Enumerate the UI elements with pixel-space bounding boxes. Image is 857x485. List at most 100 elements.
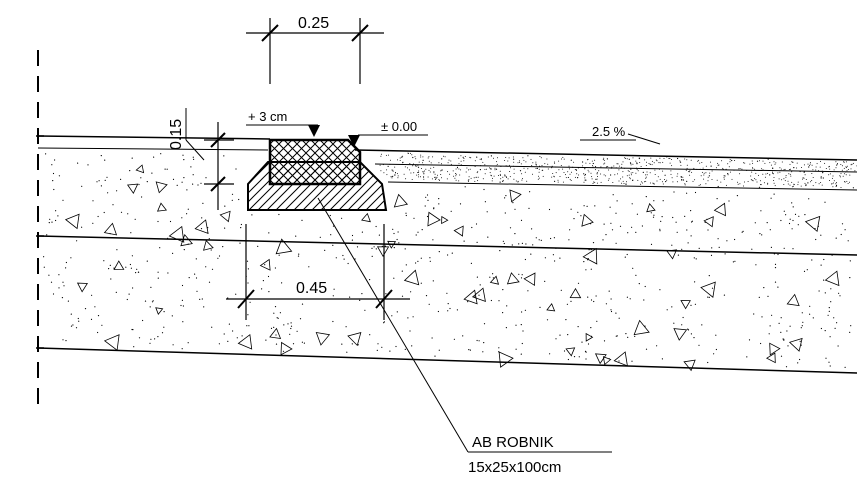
aggregate-dot	[582, 161, 584, 163]
asphalt-dot	[602, 159, 604, 160]
aggregate-dot	[422, 159, 424, 161]
asphalt-dot	[835, 161, 837, 163]
aggregate-dot	[577, 177, 579, 179]
asphalt-dot	[802, 177, 804, 179]
asphalt-dot	[751, 160, 753, 162]
asphalt-dot	[458, 157, 460, 159]
aggregate-dot	[181, 181, 183, 183]
aggregate-dot	[486, 211, 488, 213]
asphalt-dot	[418, 172, 420, 173]
aggregate-dot	[671, 306, 673, 308]
asphalt-dot	[411, 154, 413, 156]
aggregate-dot	[62, 339, 64, 341]
asphalt-dot	[821, 184, 823, 186]
aggregate-dot	[568, 239, 570, 241]
aggregate-dot	[274, 267, 276, 269]
asphalt-dot	[851, 163, 853, 165]
asphalt-dot	[459, 174, 461, 176]
aggregate-dot	[847, 240, 849, 242]
asphalt-dot	[717, 164, 719, 166]
aggregate-dot	[239, 242, 241, 244]
asphalt-dot	[441, 163, 442, 165]
aggregate-dot	[823, 258, 825, 261]
asphalt-dot	[657, 176, 659, 178]
aggregate-dot	[616, 200, 618, 202]
aggregate-dot	[498, 300, 500, 302]
aggregate-dot	[610, 222, 612, 224]
aggregate-dot	[797, 224, 799, 226]
aggregate-dot	[812, 317, 814, 319]
asphalt-dot	[562, 181, 564, 183]
aggregate-dot	[131, 157, 133, 159]
aggregate-dot	[417, 231, 419, 233]
aggregate-dot	[396, 311, 398, 313]
aggregate-dot	[603, 223, 605, 225]
asphalt-dot	[752, 162, 754, 164]
asphalt-dot	[387, 165, 389, 167]
aggregate-dot	[570, 159, 572, 161]
asphalt-dot	[502, 176, 504, 178]
aggregate-dot	[78, 320, 80, 322]
aggregate-dot	[590, 327, 592, 329]
aggregate-dot	[521, 342, 523, 345]
asphalt-dot	[428, 169, 430, 171]
aggregate-triangle	[453, 225, 464, 237]
aggregate-dot	[277, 317, 279, 319]
asphalt-dot	[784, 180, 786, 182]
aggregate-triangle	[581, 213, 594, 227]
aggregate-dot	[641, 225, 644, 227]
aggregate-dot	[151, 301, 154, 303]
aggregate-dot	[341, 343, 343, 345]
asphalt-dot	[465, 171, 467, 173]
asphalt-dot	[759, 180, 761, 182]
aggregate-dot	[559, 334, 561, 336]
asphalt-dot	[416, 174, 418, 176]
aggregate-dot	[152, 300, 154, 302]
asphalt-dot	[812, 169, 814, 171]
asphalt-dot	[715, 167, 717, 169]
asphalt-dot	[632, 157, 634, 159]
aggregate-dot	[774, 281, 777, 283]
asphalt-dot	[654, 174, 656, 175]
asphalt-dot	[750, 179, 752, 181]
aggregate-dot	[483, 342, 485, 344]
asphalt-dot	[676, 175, 678, 177]
aggregate-dot	[417, 260, 419, 262]
aggregate-dot	[801, 312, 803, 314]
aggregate-dot	[581, 341, 583, 343]
aggregate-dot	[515, 348, 517, 350]
asphalt-dot	[635, 172, 637, 174]
asphalt-dot	[709, 172, 711, 174]
aggregate-dot	[459, 203, 462, 205]
asphalt-dot	[537, 178, 539, 180]
aggregate-dot	[257, 245, 259, 247]
asphalt-dot	[494, 169, 496, 171]
aggregate-dot	[774, 263, 777, 265]
aggregate-dot	[616, 335, 618, 337]
asphalt-dot	[651, 164, 653, 166]
asphalt-dot	[811, 180, 813, 181]
asphalt-dot	[685, 169, 687, 171]
asphalt-dot	[532, 162, 534, 164]
aggregate-triangle	[765, 352, 776, 364]
aggregate-dot	[110, 278, 112, 280]
asphalt-dot	[380, 153, 382, 155]
aggregate-dot	[585, 358, 587, 360]
aggregate-triangle	[673, 328, 688, 341]
aggregate-dot	[108, 268, 110, 270]
aggregate-dot	[635, 274, 637, 276]
aggregate-dot	[183, 177, 185, 179]
aggregate-triangle	[506, 272, 520, 285]
aggregate-triangle	[275, 238, 293, 255]
aggregate-dot	[425, 295, 428, 297]
aggregate-dot	[588, 249, 590, 251]
aggregate-dot	[687, 328, 689, 330]
aggregate-dot	[183, 159, 185, 161]
aggregate-dot	[808, 166, 810, 168]
aggregate-dot	[462, 335, 464, 337]
aggregate-dot	[799, 358, 801, 361]
asphalt-dot	[705, 172, 707, 174]
aggregate-triangle	[786, 293, 800, 307]
aggregate-dot	[656, 345, 658, 347]
aggregate-dot	[785, 366, 788, 368]
